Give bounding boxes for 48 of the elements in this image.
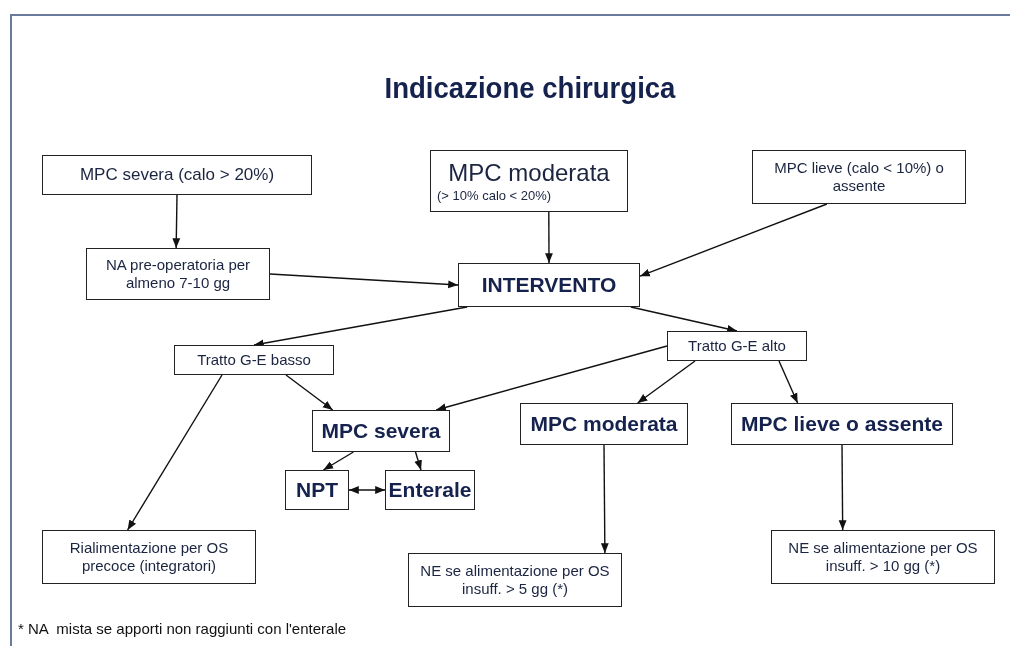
arrow (322, 451, 355, 471)
arrow (636, 360, 696, 404)
process-box (312, 410, 450, 452)
box-subtext: (> 10% calo < 20%) (437, 187, 552, 204)
arrow (838, 444, 847, 531)
box-text: NA pre-operatoria per almeno 7-10 gg (104, 256, 252, 292)
box-text: NE se alimentazione per OS insuff. > 5 gg (*) (419, 562, 611, 598)
box-text: INTERVENTO (481, 272, 617, 298)
arrow (435, 345, 668, 412)
box-text: Tratto G-E basso (197, 351, 311, 369)
arrow (126, 374, 223, 531)
process-box (42, 155, 312, 195)
process-box (174, 345, 334, 375)
box-text: MPC lieve o assente (741, 411, 943, 437)
box-text: MPC moderata (448, 158, 610, 188)
process-box (86, 248, 270, 300)
process-box (285, 470, 349, 510)
arrow (630, 306, 738, 333)
arrow (600, 444, 609, 554)
arrow (172, 194, 181, 249)
arrow (414, 451, 422, 471)
box-text: Enterale (388, 477, 472, 503)
box-text: MPC lieve (calo < 10%) o assente (773, 159, 945, 195)
box-text: NE se alimentazione per OS insuff. > 10 gg (*) (787, 539, 979, 575)
box-text: MPC severa (321, 418, 441, 444)
arrow (778, 360, 799, 404)
process-box (771, 530, 995, 584)
process-box (458, 263, 640, 307)
process-box (667, 331, 807, 361)
arrow (285, 374, 334, 411)
box-text: MPC moderata (530, 411, 678, 437)
diagram-title: Indicazione chirurgica (383, 72, 677, 105)
arrow (639, 203, 828, 277)
process-box (520, 403, 688, 445)
process-box (42, 530, 256, 584)
arrow (545, 211, 553, 264)
box-text: MPC severa (calo > 20%) (79, 164, 275, 186)
arrow (269, 273, 459, 289)
footnote: * NA mista se apporti non raggiunti con l'enterale (18, 620, 347, 637)
process-box (752, 150, 966, 204)
process-box (430, 150, 628, 212)
box-text: Rialimentazione per OS precoce (integratori) (68, 539, 230, 575)
process-box (408, 553, 622, 607)
arrow (348, 486, 386, 494)
box-text: Tratto G-E alto (688, 337, 786, 355)
process-box (731, 403, 953, 445)
process-box (385, 470, 475, 510)
box-text: NPT (296, 477, 338, 503)
